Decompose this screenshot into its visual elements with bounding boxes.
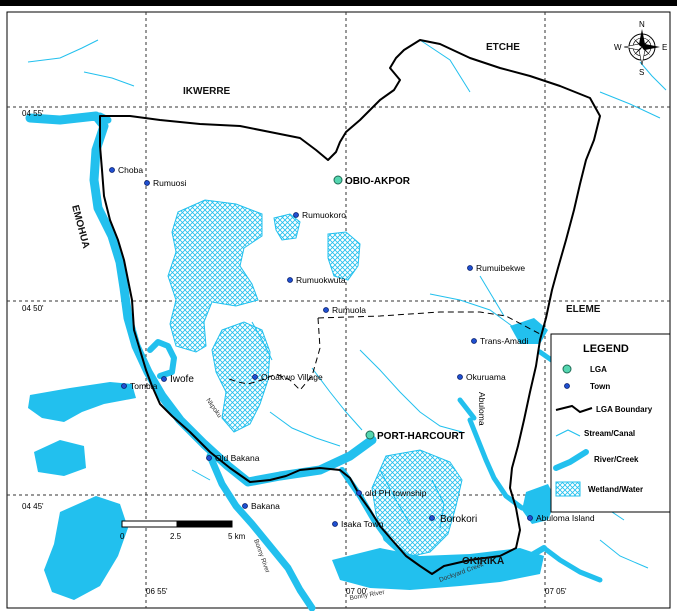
town-trans-amadi: Trans-Amadi — [480, 336, 528, 346]
compass-e: E — [662, 43, 667, 52]
town-rumuokwuta: Rumuokwuta — [296, 275, 346, 285]
legend-town: Town — [590, 382, 610, 391]
town-bakana: Bakana — [251, 501, 280, 511]
lga-boundaries — [99, 39, 601, 575]
compass-n: N — [639, 20, 645, 29]
lga-label-port-harcourt: PORT-HARCOURT — [377, 431, 465, 442]
top-border — [0, 0, 677, 6]
lga-label-obio-akpor: OBIO-AKPOR — [345, 176, 411, 187]
lon-label-3: 07 05' — [545, 587, 567, 596]
scale-zero: 0 — [120, 532, 125, 541]
legend-lga: LGA — [590, 365, 607, 374]
legend: LEGEND LGA Town LGA Boundary Stream/Cana… — [550, 333, 671, 513]
town-borokori: Borokori — [440, 514, 477, 525]
compass-s: S — [639, 68, 644, 77]
town-tombia: Tombia — [130, 381, 158, 391]
town-rumuola: Rumuola — [332, 305, 366, 315]
compass-w: W — [614, 43, 622, 52]
lon-label-1: 06 55' — [146, 587, 168, 596]
region-emohua: EMOHUA — [69, 204, 91, 250]
lga-markers: OBIO-AKPOR PORT-HARCOURT — [333, 175, 465, 442]
water-bodies — [28, 318, 556, 600]
town-old-bakana: Old Bakana — [215, 453, 260, 463]
lat-label-2: 04 50' — [22, 304, 44, 313]
town-oroakwo-village: Oroakwo Village — [261, 372, 323, 382]
region-ikwerre: IKWERRE — [183, 86, 231, 97]
lga-marker-port-harcourt — [365, 430, 375, 440]
scale-mid: 2.5 — [170, 532, 182, 541]
water-abuloma: Abuloma — [477, 392, 487, 426]
map-frame — [6, 11, 671, 609]
towns: Choba Rumuosi Rumuokoro Rumuokwuta Rumuo… — [109, 165, 595, 529]
legend-wetland: Wetland/Water — [588, 485, 643, 494]
legend-title: LEGEND — [583, 343, 629, 355]
coordinate-labels: 04 55' 04 50' 04 45' 06 55' 07 00' 07 05… — [22, 109, 567, 596]
scale-bar: 0 2.5 5 km — [120, 520, 246, 541]
town-choba: Choba — [118, 165, 143, 175]
water-nkpoku: Nkpoku — [204, 397, 223, 419]
legend-river: River/Creek — [594, 455, 639, 464]
town-abuloma-island: Abuloma Island — [536, 513, 595, 523]
lga-marker-obio-akpor — [333, 175, 343, 185]
region-etche: ETCHE — [486, 42, 520, 53]
lat-label-3: 04 45' — [22, 502, 44, 511]
town-rumuokoro: Rumuokoro — [302, 210, 346, 220]
wetlands — [167, 199, 463, 559]
town-iwofe: Iwofe — [170, 374, 194, 385]
region-eleme: ELEME — [566, 304, 601, 315]
town-rumuosi: Rumuosi — [153, 178, 187, 188]
legend-lga-boundary: LGA Boundary — [596, 405, 653, 414]
town-okuruama: Okuruama — [466, 372, 506, 382]
compass-rose: N S E W — [614, 20, 667, 77]
legend-stream: Stream/Canal — [584, 429, 635, 438]
town-isaka-town: Isaka Town — [341, 519, 384, 529]
lon-label-2: 07 00' — [346, 587, 368, 596]
lat-label-1: 04 55' — [22, 109, 44, 118]
region-okirika: OKIRIKA — [462, 556, 504, 567]
scale-end: 5 km — [228, 532, 246, 541]
town-rumuibekwe: Rumuibekwe — [476, 263, 525, 273]
town-old-ph-township: old PH township — [365, 488, 427, 498]
